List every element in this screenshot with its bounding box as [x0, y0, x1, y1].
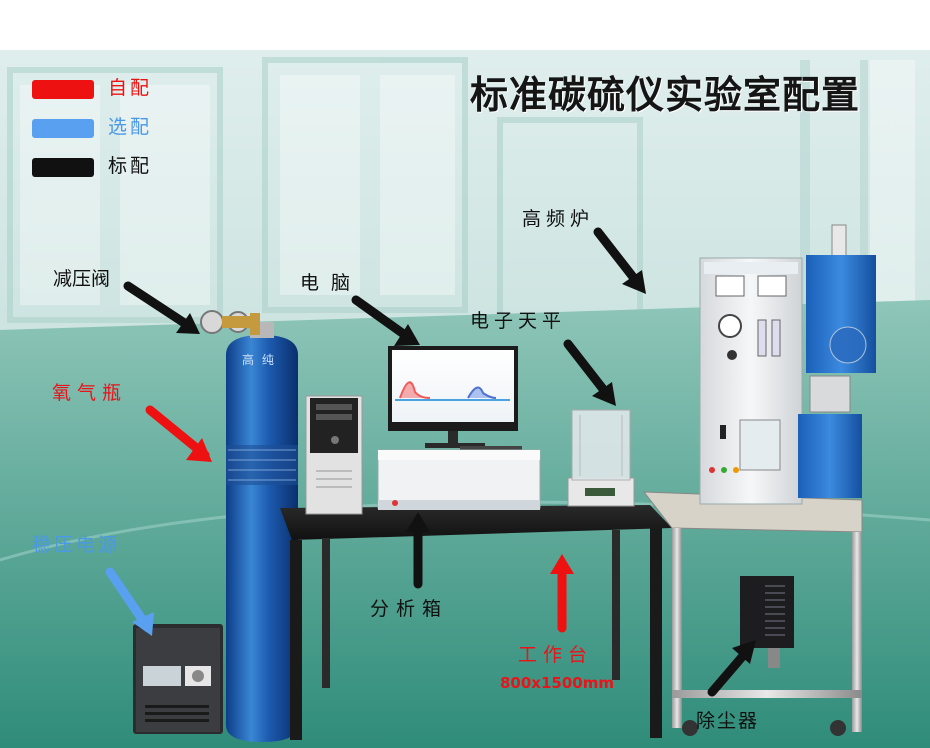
- arrow-workbench: [550, 554, 574, 633]
- arrow-pressure-valve: [123, 281, 200, 334]
- label-furnace: 高频炉: [522, 208, 595, 230]
- label-workbench-size: 800x1500mm: [500, 674, 614, 692]
- analyzer-box: [377, 449, 541, 510]
- voltage-regulator-device: [133, 624, 223, 734]
- label-voltage-regulator: 稳压电源: [32, 534, 121, 556]
- pressure-regulator-valve: [200, 310, 260, 335]
- high-frequency-furnace: [699, 224, 876, 505]
- legend-swatch-standard: [32, 158, 94, 177]
- label-analyzer: 分析箱: [370, 598, 449, 620]
- legend-label-optional: 选配: [108, 116, 153, 138]
- cylinder-text: 高 纯: [242, 353, 276, 367]
- label-oxygen-bottle: 氧气瓶: [52, 382, 128, 404]
- label-balance: 电子天平: [470, 310, 567, 332]
- legend-label-standard: 标配: [108, 155, 153, 177]
- oxygen-cylinder: [226, 322, 298, 742]
- label-workbench: 工作台: [518, 644, 594, 666]
- computer-tower: [305, 395, 363, 515]
- page-title: 标准碳硫仪实验室配置: [470, 73, 861, 117]
- label-computer: 电脑: [300, 272, 363, 294]
- workbench-table: [280, 505, 672, 740]
- arrow-dust-remover: [707, 640, 756, 697]
- arrow-computer: [351, 295, 420, 346]
- arrow-voltage-regulator: [105, 567, 154, 636]
- legend-label-self: 自配: [108, 77, 153, 99]
- furnace-stand: [642, 491, 863, 736]
- computer-monitor: [388, 346, 522, 452]
- legend-swatch-self: [32, 80, 94, 99]
- legend-swatch-optional: [32, 119, 94, 138]
- arrow-furnace: [593, 227, 646, 294]
- label-pressure-valve: 减压阀: [53, 268, 111, 290]
- arrow-oxygen-bottle: [145, 405, 212, 462]
- arrow-analyzer: [406, 512, 430, 589]
- label-dust-remover: 除尘器: [696, 710, 760, 732]
- electronic-balance: [567, 409, 635, 507]
- dust-remover-device: [740, 576, 794, 668]
- arrow-balance: [563, 339, 616, 406]
